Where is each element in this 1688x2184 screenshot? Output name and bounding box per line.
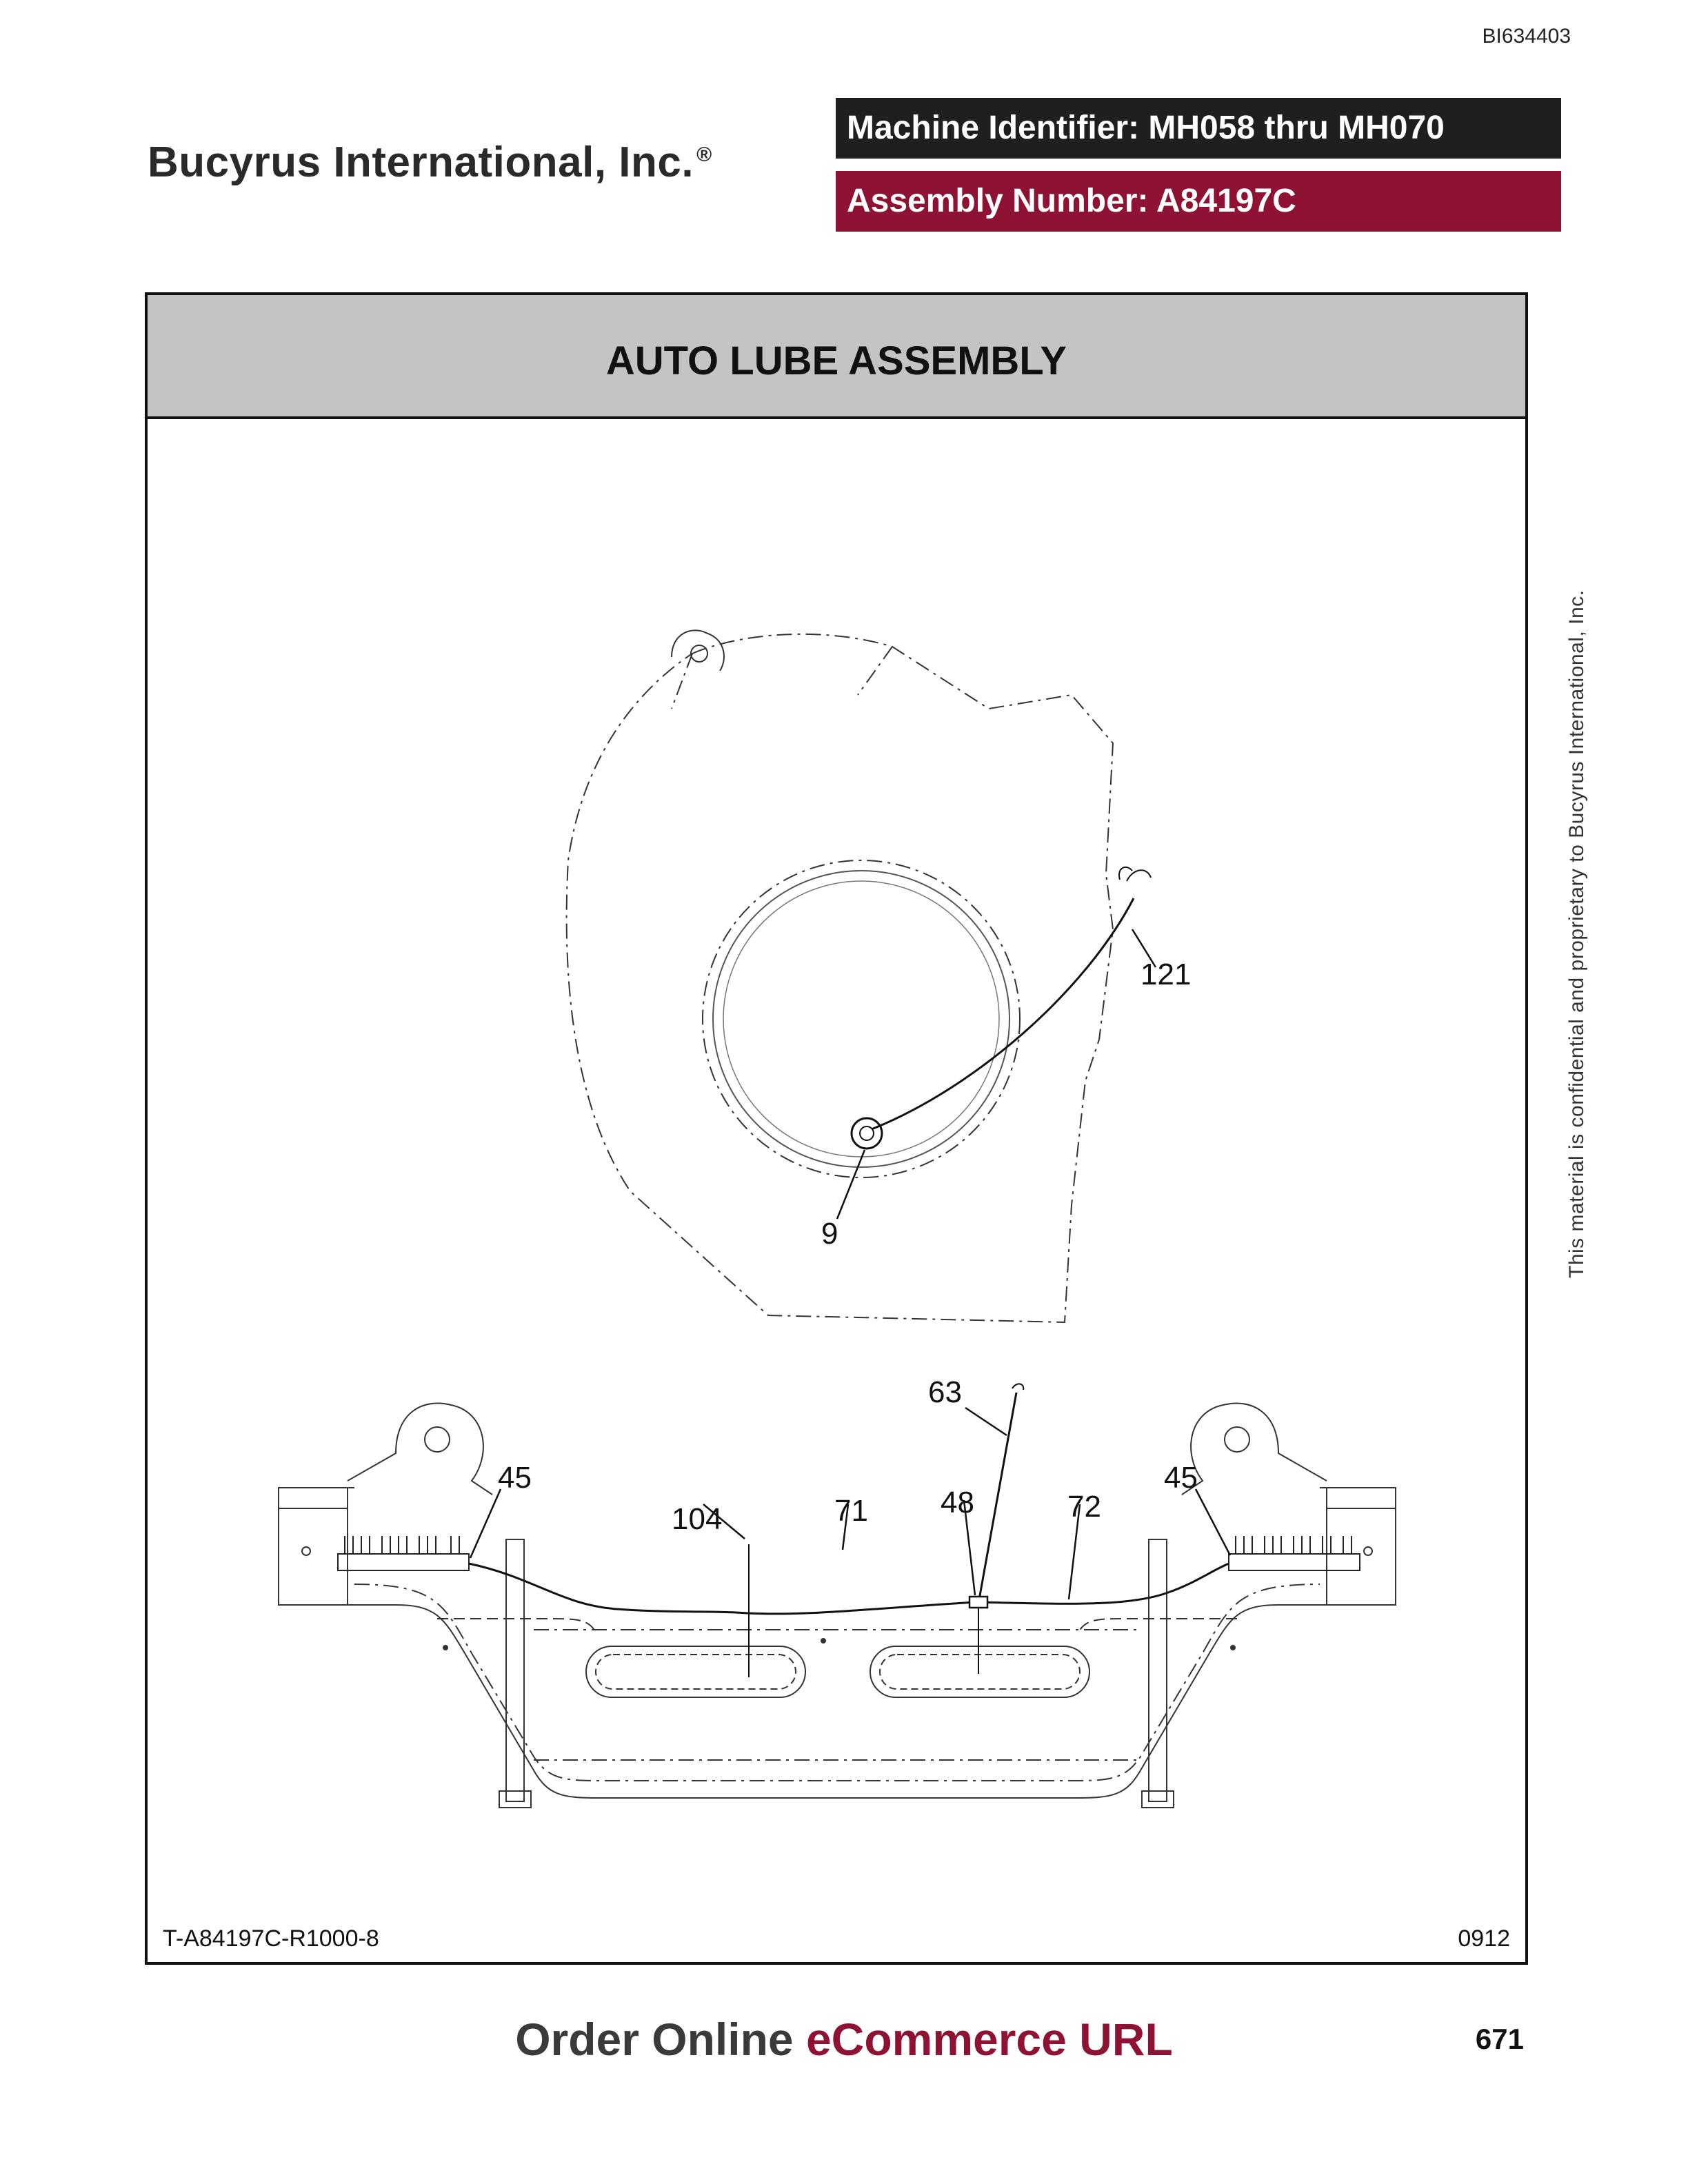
- assembly-number-banner: Assembly Number: A84197C: [836, 171, 1561, 232]
- title-band: AUTO LUBE ASSEMBLY: [148, 295, 1525, 419]
- drum-housing-view: [565, 633, 1114, 1324]
- mounting-lug: [671, 629, 725, 671]
- company-name: Bucyrus International, Inc.®: [148, 138, 712, 187]
- right-lube-manifold: [1228, 1536, 1360, 1571]
- callout-63: 63: [928, 1375, 962, 1409]
- callout-104: 104: [672, 1502, 722, 1536]
- callout-45-left: 45: [498, 1461, 532, 1495]
- page-title: AUTO LUBE ASSEMBLY: [605, 338, 1067, 383]
- footer-ecommerce-link[interactable]: eCommerce URL: [805, 2014, 1173, 2065]
- callout-121: 121: [1141, 958, 1191, 991]
- confidentiality-notice: This material is confidential and propri…: [1565, 589, 1588, 1278]
- technical-drawing: 121 9 63 45 45 104 71 48 72: [278, 629, 1396, 1808]
- callout-45-right: 45: [1164, 1461, 1198, 1495]
- callout-71: 71: [834, 1494, 868, 1528]
- tee-fitting-48: [968, 1595, 989, 1609]
- company-name-text: Bucyrus International, Inc.: [148, 139, 694, 186]
- fitting-9-outer: [850, 1117, 883, 1150]
- document-id: BI634403: [1482, 25, 1571, 48]
- lube-line-71: [468, 1562, 976, 1615]
- footer-text-order: Order Online: [515, 2014, 806, 2065]
- date-code: 0912: [1458, 1925, 1510, 1952]
- drawing-frame: AUTO LUBE ASSEMBLY: [145, 292, 1528, 1965]
- lube-line-121: [871, 898, 1135, 1131]
- machine-identifier-banner: Machine Identifier: MH058 thru MH070: [836, 98, 1561, 159]
- callout-9: 9: [821, 1217, 838, 1251]
- lube-line-63: [978, 1392, 1018, 1600]
- footer-order-online[interactable]: Order Online eCommerce URL: [0, 2013, 1688, 2065]
- frame-view: [278, 1402, 1396, 1808]
- left-lube-manifold: [337, 1536, 470, 1571]
- fitting-9-inner: [859, 1126, 874, 1141]
- lube-line-72: [974, 1562, 1229, 1605]
- callout-72: 72: [1067, 1490, 1101, 1524]
- page-number: 671: [1475, 2023, 1524, 2055]
- callout-48: 48: [941, 1486, 974, 1519]
- registered-mark: ®: [696, 143, 712, 167]
- drawing-reference: T-A84197C-R1000-8: [163, 1925, 379, 1952]
